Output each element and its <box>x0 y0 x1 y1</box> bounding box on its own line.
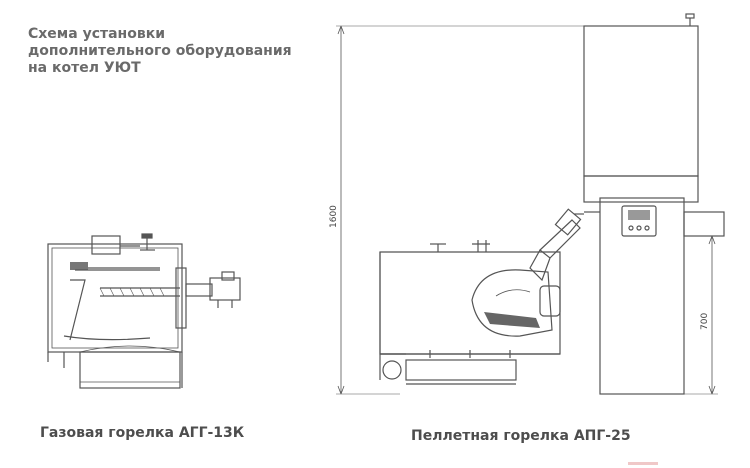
pellet-hopper-top <box>583 25 699 177</box>
pellet-boiler-drawing: 1600 700 <box>329 13 725 395</box>
gas-burner-unit <box>209 277 241 301</box>
gas-boiler-drawing <box>47 233 241 389</box>
bottom-red-mark <box>628 462 658 465</box>
pellet-burner-chamber <box>471 269 553 337</box>
caption-pellet-burner: Пеллетная горелка АПГ-25 <box>411 428 631 444</box>
dimension-label-1600: 1600 <box>329 205 339 228</box>
diagram-title: Схема установки дополнительного оборудов… <box>28 26 328 77</box>
control-display <box>628 210 650 220</box>
pellet-boiler-body <box>379 251 561 355</box>
pellet-hopper-base <box>599 197 685 395</box>
caption-gas-burner: Газовая горелка АГГ-13К <box>40 425 245 441</box>
control-panel <box>621 205 657 237</box>
gas-boiler-body <box>47 243 183 353</box>
dimension-label-700: 700 <box>700 313 710 330</box>
title-line-1: Схема установки <box>28 26 166 42</box>
gas-boiler-top-box <box>91 235 121 255</box>
pellet-boiler-base <box>405 359 517 381</box>
title-line-3: на котел УЮТ <box>28 60 141 76</box>
title-line-2: дополнительного оборудования <box>28 43 292 59</box>
